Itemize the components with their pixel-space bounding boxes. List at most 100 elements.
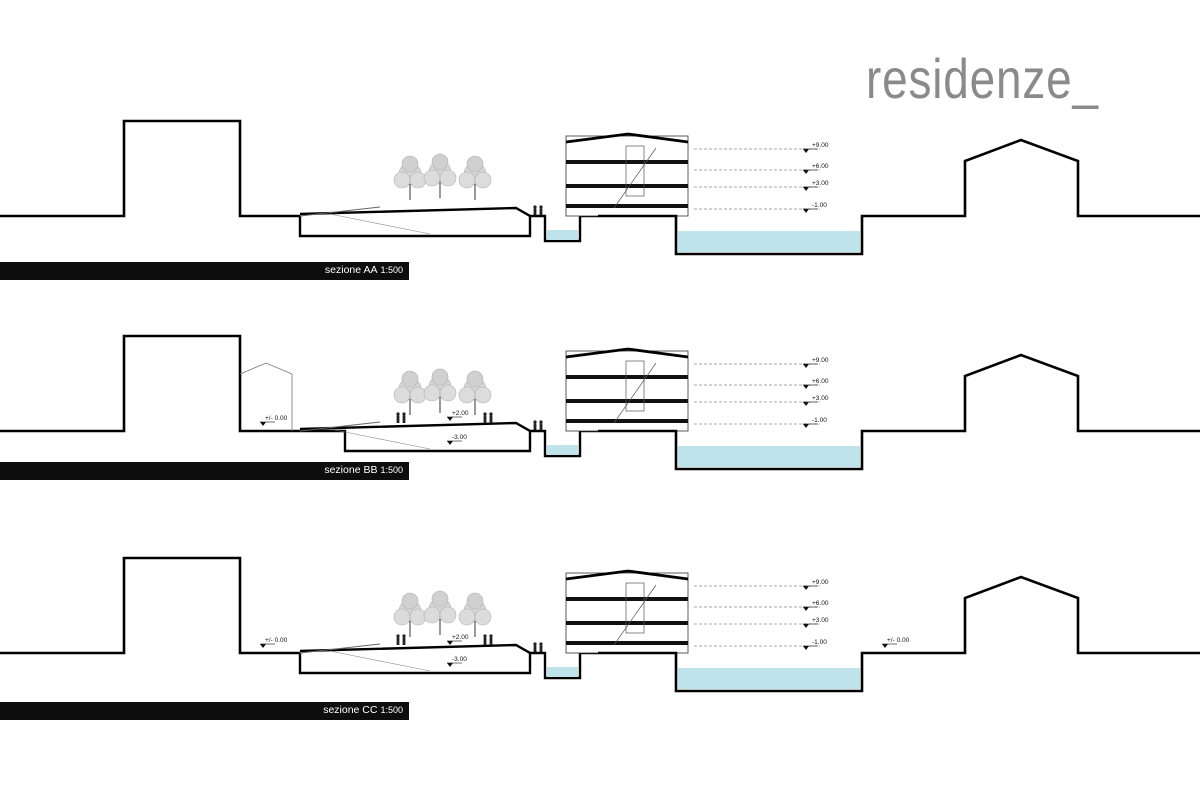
person-icon: [533, 205, 537, 216]
stair-core: [625, 145, 645, 197]
tree-icon: [423, 368, 457, 414]
ramp-line: [329, 213, 431, 235]
level-label: +/- 0.00: [887, 637, 910, 644]
person-icon: [489, 412, 493, 423]
stair-core: [625, 360, 645, 412]
ground-profile-right: [598, 353, 1200, 471]
section-cc: +9.00+6.00+3.00-1.00+/- 0.00+2.00-3.00+/…: [0, 556, 1200, 693]
level-marker-icon: [802, 585, 819, 591]
level-label: +3.00: [812, 395, 829, 402]
section-scale: 1:500: [380, 705, 403, 715]
section-name: sezione BB: [324, 464, 378, 476]
building-roof: [565, 569, 689, 581]
person-icon: [483, 634, 487, 645]
level-marker-icon: [259, 643, 276, 649]
floor-slab: [566, 399, 688, 403]
water-canal: [678, 231, 860, 252]
level-marker-icon: [259, 421, 276, 427]
building-roof: [565, 132, 689, 144]
level-marker-icon: [802, 606, 819, 612]
level-label: +/- 0.00: [265, 415, 288, 422]
level-label: +/- 0.00: [265, 637, 288, 644]
water-canal: [678, 446, 860, 467]
garden-mound: [298, 643, 532, 675]
level-marker-icon: [802, 401, 819, 407]
stair-line: [613, 362, 657, 424]
tree-icon: [423, 153, 457, 199]
person-icon: [539, 420, 543, 431]
level-marker-icon: [446, 640, 463, 646]
ground-profile-right: [598, 138, 1200, 256]
tree-icon: [458, 370, 492, 416]
canopy-line: [299, 206, 381, 217]
tree-icon: [393, 370, 427, 416]
floor-slab: [566, 419, 688, 423]
section-name: sezione AA: [324, 264, 378, 276]
section-name: sezione CC: [323, 704, 378, 716]
water-small: [547, 445, 578, 455]
stair-core: [625, 582, 645, 634]
level-marker-icon: [802, 148, 819, 154]
garden-mound: [298, 206, 532, 238]
building-outline: [565, 350, 689, 432]
level-label: -1.00: [812, 639, 827, 646]
page-title: residenze_: [866, 47, 1099, 110]
person-icon: [402, 634, 406, 645]
level-marker-icon: [446, 662, 463, 668]
floor-slab: [566, 597, 688, 601]
level-marker-icon: [802, 645, 819, 651]
floor-slab: [566, 204, 688, 208]
building-roof: [565, 347, 689, 359]
person-icon: [533, 642, 537, 653]
tree-icon: [423, 590, 457, 636]
level-label: +6.00: [812, 378, 829, 385]
level-marker-icon: [802, 169, 819, 175]
ground-profile-left: [0, 334, 300, 433]
ground-profile-right: [598, 575, 1200, 693]
level-label: +3.00: [812, 617, 829, 624]
level-label: -1.00: [812, 202, 827, 209]
floor-slab: [566, 160, 688, 164]
level-marker-icon: [802, 186, 819, 192]
level-label: -1.00: [812, 417, 827, 424]
level-marker-icon: [802, 208, 819, 214]
tree-icon: [458, 155, 492, 201]
person-icon: [396, 634, 400, 645]
water-small: [547, 230, 578, 240]
level-label: -3.00: [452, 656, 467, 663]
level-label: +6.00: [812, 600, 829, 607]
tree-icon: [393, 155, 427, 201]
level-label: +9.00: [812, 357, 829, 364]
canopy-line: [299, 421, 381, 432]
person-icon: [396, 412, 400, 423]
level-label: +3.00: [812, 180, 829, 187]
house-outline: [239, 362, 293, 431]
canopy-line: [299, 643, 381, 654]
section-scale: 1:500: [380, 265, 403, 275]
level-label: +2.00: [452, 410, 469, 417]
stair-line: [613, 584, 657, 646]
person-icon: [402, 412, 406, 423]
water-canal: [678, 668, 860, 689]
level-marker-icon: [446, 416, 463, 422]
person-icon: [533, 420, 537, 431]
person-icon: [483, 412, 487, 423]
floor-slab: [566, 641, 688, 645]
level-label: +6.00: [812, 163, 829, 170]
ground-profile-left: [0, 556, 300, 655]
person-icon: [539, 205, 543, 216]
person-icon: [539, 642, 543, 653]
section-scale: 1:500: [380, 465, 403, 475]
floor-slab: [566, 621, 688, 625]
level-marker-icon: [446, 440, 463, 446]
level-label: +9.00: [812, 142, 829, 149]
level-label: +2.00: [452, 634, 469, 641]
ramp-line: [329, 428, 431, 450]
level-marker-icon: [802, 423, 819, 429]
floor-slab: [566, 375, 688, 379]
section-aa: +9.00 +6.00 +3.00 -1.00: [0, 119, 1200, 256]
ramp-line: [329, 650, 431, 672]
